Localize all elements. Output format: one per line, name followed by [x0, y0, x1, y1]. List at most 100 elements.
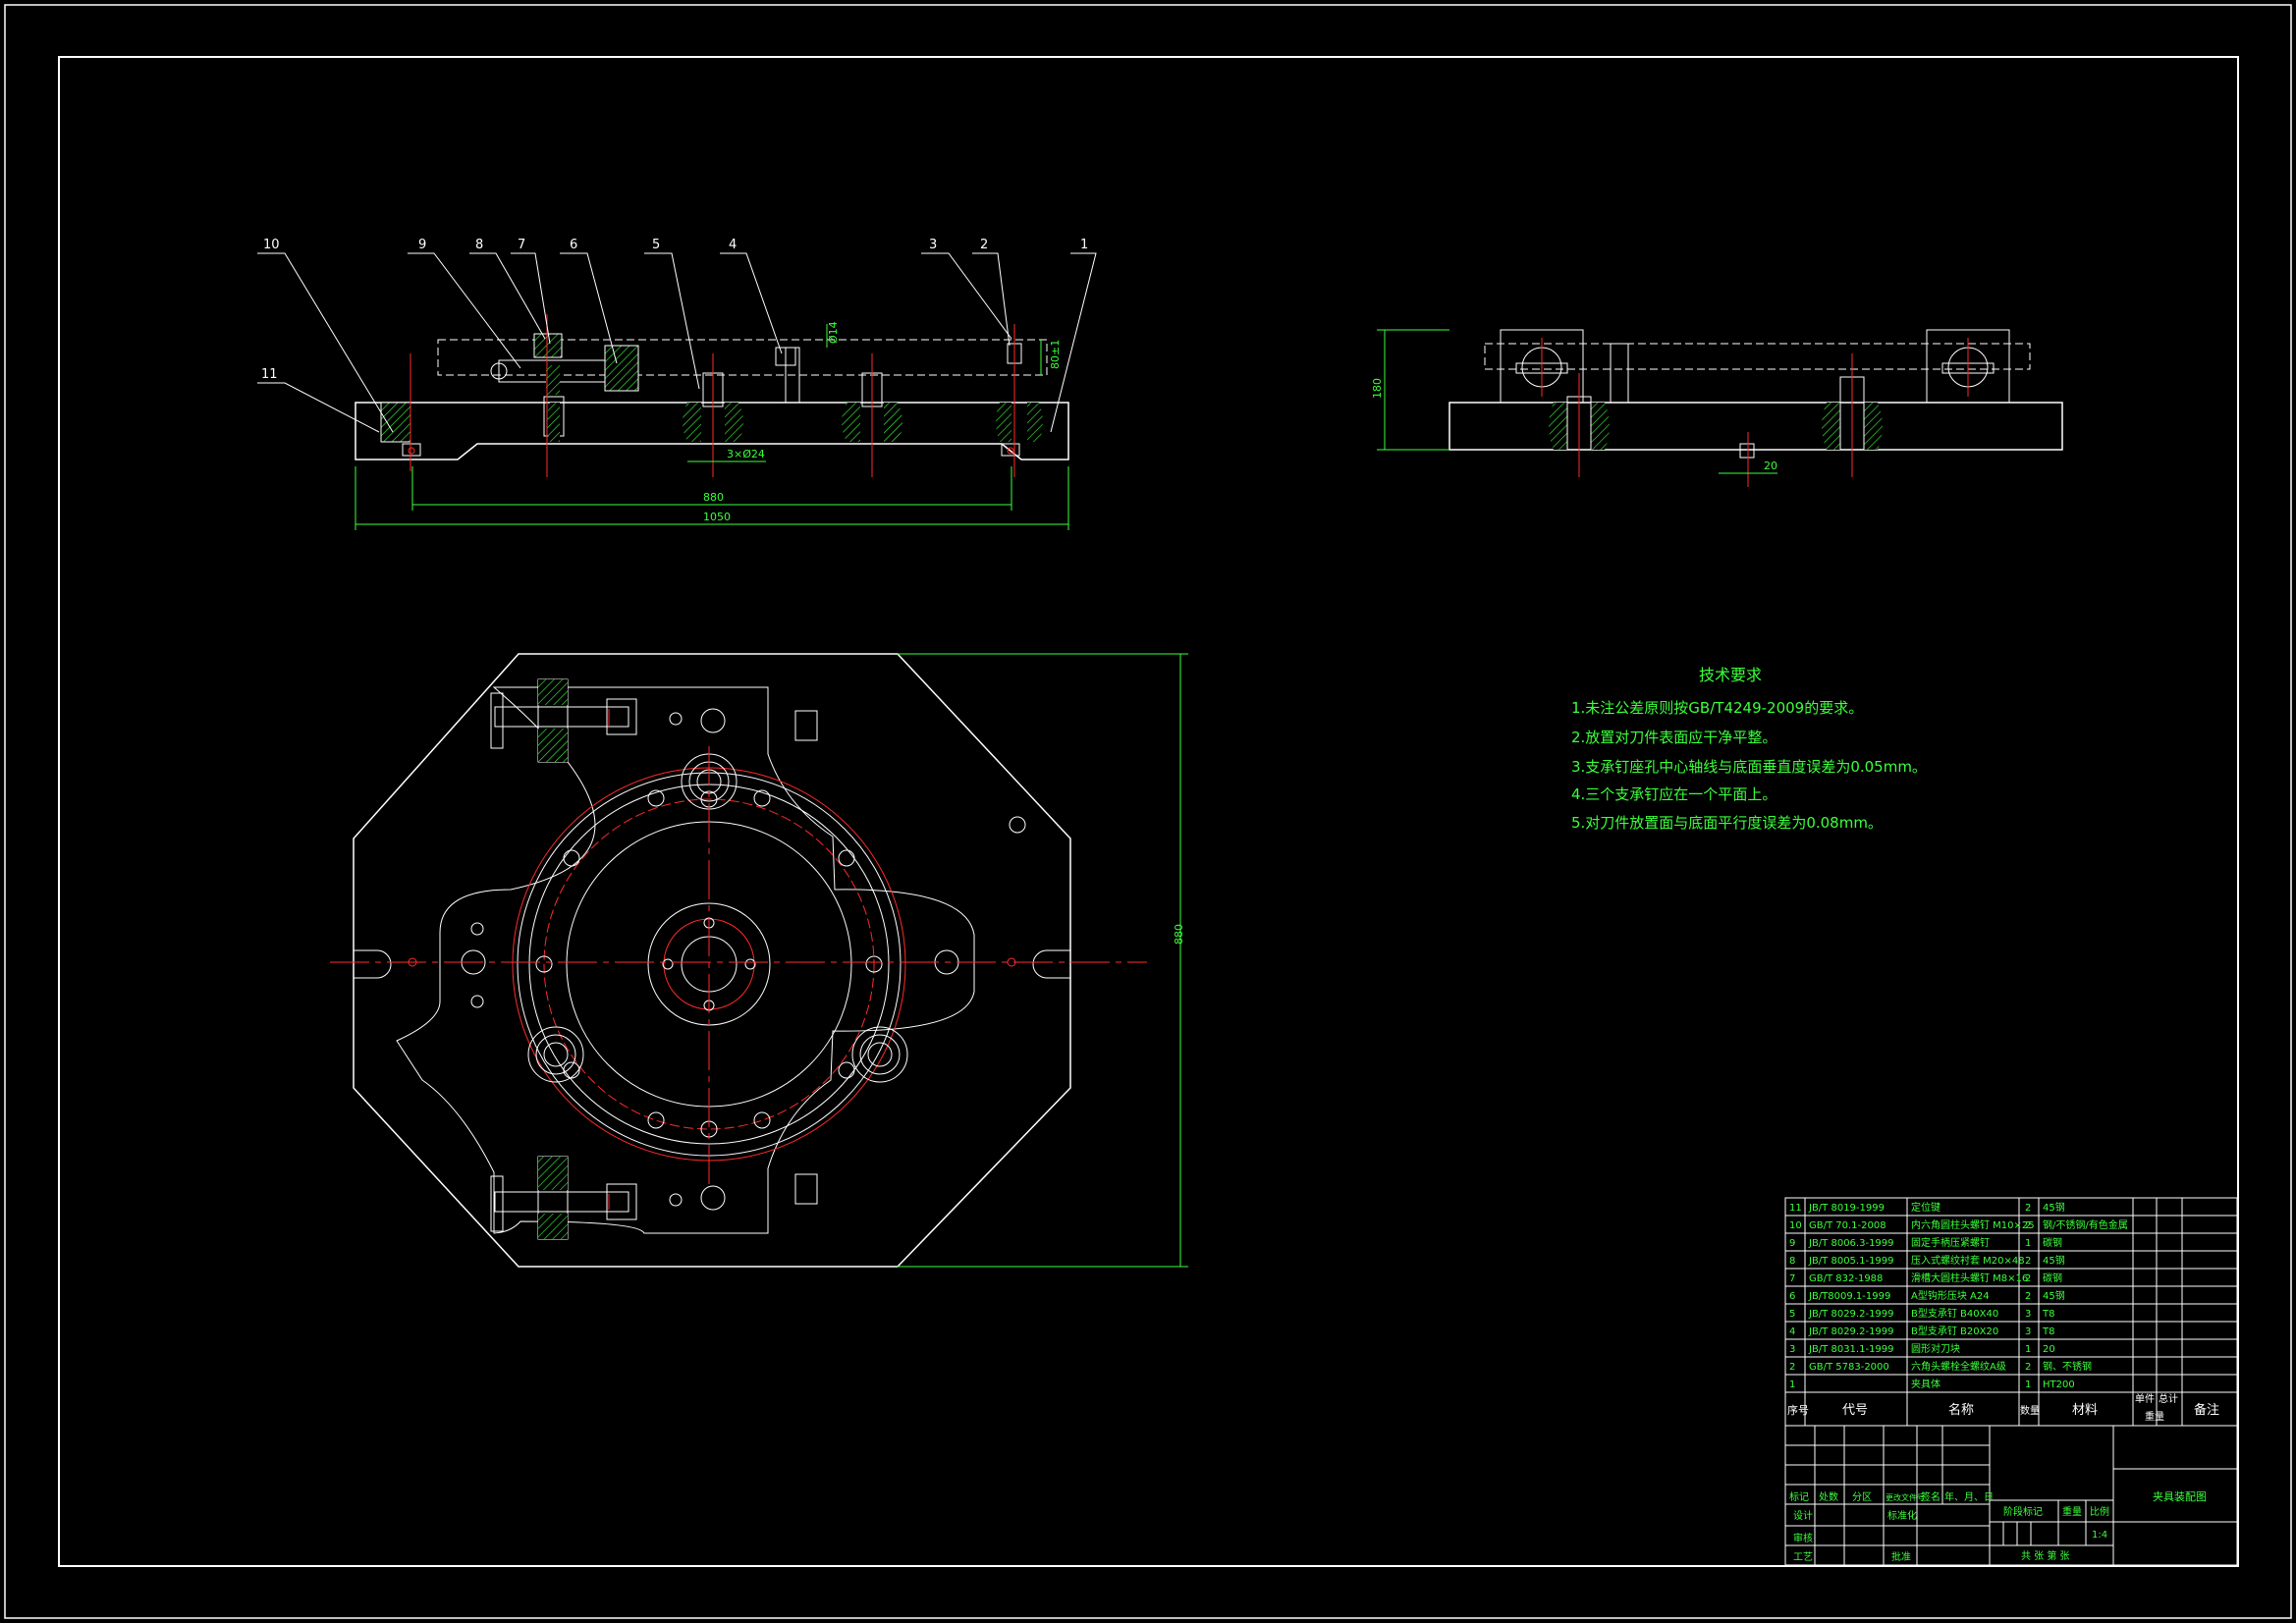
bom-mat-7: 碳钢	[2043, 1271, 2062, 1284]
top-view: 880	[330, 653, 1188, 1268]
bom-mat-5: T8	[2042, 1309, 2054, 1320]
bom-qty-11: 2	[2025, 1203, 2031, 1214]
bom-qty-4: 3	[2025, 1326, 2031, 1337]
bom-qty-10: 2	[2025, 1220, 2031, 1231]
tb-process: 工艺	[1793, 1551, 1813, 1563]
dim-80: 80±1	[1049, 340, 1062, 369]
bom-name-8: 压入式螺纹衬套 M20×48	[1911, 1254, 2025, 1267]
bom-qty-2: 2	[2025, 1362, 2031, 1373]
bom-mat-6: 45钢	[2043, 1289, 2065, 1302]
bom-row-4: 4	[1789, 1326, 1795, 1337]
bom-row-6: 6	[1789, 1291, 1795, 1302]
balloon-9: 9	[418, 238, 426, 252]
tb-label-mark: 标记	[1789, 1491, 1809, 1503]
bom-header-remark: 备注	[2194, 1402, 2219, 1418]
bom-qty-3: 1	[2025, 1344, 2031, 1355]
bom-header-material: 材料	[2072, 1403, 2098, 1418]
bom-qty-1: 1	[2025, 1380, 2031, 1390]
dim-880-top: 880	[1173, 924, 1185, 945]
bom-qty-5: 3	[2025, 1309, 2031, 1320]
bom-row-3: 3	[1789, 1344, 1795, 1355]
bill-of-materials: 11 JB/T 8019-1999 定位键 2 45钢 10 GB/T 70.1…	[1784, 1197, 2238, 1427]
bom-mat-11: 45钢	[2043, 1201, 2065, 1214]
dim-3xd24: 3×Ø24	[727, 448, 765, 460]
tb-sheet: 共 张 第 张	[2021, 1549, 2070, 1562]
bom-code-8: JB/T 8005.1-1999	[1808, 1256, 1894, 1267]
balloon-8: 8	[475, 238, 483, 252]
balloon-10: 10	[263, 238, 280, 252]
tb-checker: 审核	[1793, 1532, 1813, 1544]
requirement-2: 2.放置对刀件表面应干净平整。	[1571, 729, 1777, 746]
bom-mat-10: 钢/不锈钢/有色金属	[2043, 1218, 2128, 1231]
requirements-title: 技术要求	[1699, 666, 1762, 684]
bom-header-weight: 重量	[2145, 1410, 2164, 1423]
bom-header-qty: 数量	[2020, 1404, 2040, 1417]
balloon-6: 6	[570, 238, 577, 252]
dim-d14: Ø14	[827, 321, 840, 344]
tb-scale-value: 1:4	[2092, 1530, 2107, 1541]
technical-requirements: 技术要求 1.未注公差原则按GB/T4249-2009的要求。 2.放置对刀件表…	[1571, 666, 1927, 832]
outer-border	[4, 4, 2292, 1619]
bom-header-name: 名称	[1948, 1402, 1974, 1418]
bom-mat-8: 45钢	[2043, 1254, 2065, 1267]
bom-header-single: 单件	[2135, 1393, 2155, 1405]
bom-qty-7: 2	[2025, 1273, 2031, 1284]
bom-row-8: 8	[1789, 1256, 1795, 1267]
balloon-5: 5	[652, 238, 660, 252]
side-view: 180 20	[1371, 329, 2063, 487]
title-block: 标记 处数 分区 更改文件号 签名 年、月、日 设计 标准化 审核 工艺 批准 …	[1784, 1425, 2238, 1566]
bom-code-3: JB/T 8031.1-1999	[1808, 1344, 1894, 1355]
requirement-5: 5.对刀件放置面与底面平行度误差为0.08mm。	[1571, 814, 1883, 832]
bom-header-code: 代号	[1842, 1403, 1868, 1418]
bom-name-2: 六角头螺栓全螺纹A级	[1911, 1360, 2006, 1373]
bom-mat-3: 20	[2043, 1344, 2055, 1355]
bom-row-10: 10	[1789, 1220, 1802, 1231]
balloon-3: 3	[929, 238, 937, 252]
bom-row-7: 7	[1789, 1273, 1795, 1284]
bom-mat-1: HT200	[2043, 1380, 2075, 1390]
bom-name-1: 夹具体	[1911, 1378, 1941, 1390]
dim-20: 20	[1764, 460, 1777, 472]
bom-name-10: 内六角圆柱头螺钉 M10×25	[1911, 1218, 2035, 1231]
bom-mat-9: 碳钢	[2043, 1236, 2062, 1249]
dim-880-front: 880	[703, 491, 724, 504]
bom-name-9: 固定手柄压紧螺钉	[1911, 1236, 1990, 1249]
tb-standard: 标准化	[1887, 1509, 1917, 1522]
bom-name-5: B型支承钉 B40X40	[1911, 1307, 1998, 1320]
tb-label-change: 更改文件号	[1886, 1492, 1925, 1502]
tb-label-zone: 分区	[1852, 1491, 1872, 1503]
bom-row-9: 9	[1789, 1238, 1795, 1249]
bom-name-7: 滑槽大圆柱头螺钉 M8×16	[1911, 1271, 2028, 1284]
bom-code-4: JB/T 8029.2-1999	[1808, 1326, 1894, 1337]
bom-code-9: JB/T 8006.3-1999	[1808, 1238, 1894, 1249]
bom-mat-4: T8	[2042, 1326, 2054, 1337]
tb-title: 夹具装配图	[2153, 1490, 2207, 1503]
bom-mat-2: 钢、不锈钢	[2043, 1360, 2092, 1373]
balloon-4: 4	[729, 238, 737, 252]
tb-label-date: 年、月、日	[1944, 1490, 1994, 1503]
bom-row-5: 5	[1789, 1309, 1795, 1320]
tb-label-sign: 签名	[1921, 1490, 1941, 1503]
bom-row-2: 2	[1789, 1362, 1795, 1373]
bom-name-6: A型钩形压块 A24	[1911, 1289, 1990, 1302]
inner-border	[58, 56, 2239, 1567]
bom-header-total: 总计	[2159, 1392, 2178, 1405]
bom-header-no: 序号	[1787, 1403, 1809, 1417]
tb-weight: 重量	[2062, 1505, 2082, 1518]
balloon-2: 2	[980, 238, 988, 252]
requirement-1: 1.未注公差原则按GB/T4249-2009的要求。	[1571, 699, 1863, 717]
tb-designer: 设计	[1793, 1509, 1813, 1522]
balloon-7: 7	[518, 238, 525, 252]
bom-code-2: GB/T 5783-2000	[1809, 1362, 1889, 1373]
tb-stage: 阶段标记	[2003, 1505, 2043, 1518]
bom-code-5: JB/T 8029.2-1999	[1808, 1309, 1894, 1320]
requirement-4: 4.三个支承钉应在一个平面上。	[1571, 785, 1777, 803]
bom-qty-8: 2	[2025, 1256, 2031, 1267]
tb-approve: 批准	[1891, 1550, 1911, 1563]
bom-name-3: 圆形对刀块	[1911, 1342, 1960, 1355]
front-view: 10 9 8 7 6 5 4 3 2 1 11 880 1050 3	[257, 238, 1097, 530]
bom-code-7: GB/T 832-1988	[1809, 1273, 1883, 1284]
dim-1050: 1050	[703, 511, 731, 523]
tb-scale-label: 比例	[2090, 1505, 2109, 1518]
